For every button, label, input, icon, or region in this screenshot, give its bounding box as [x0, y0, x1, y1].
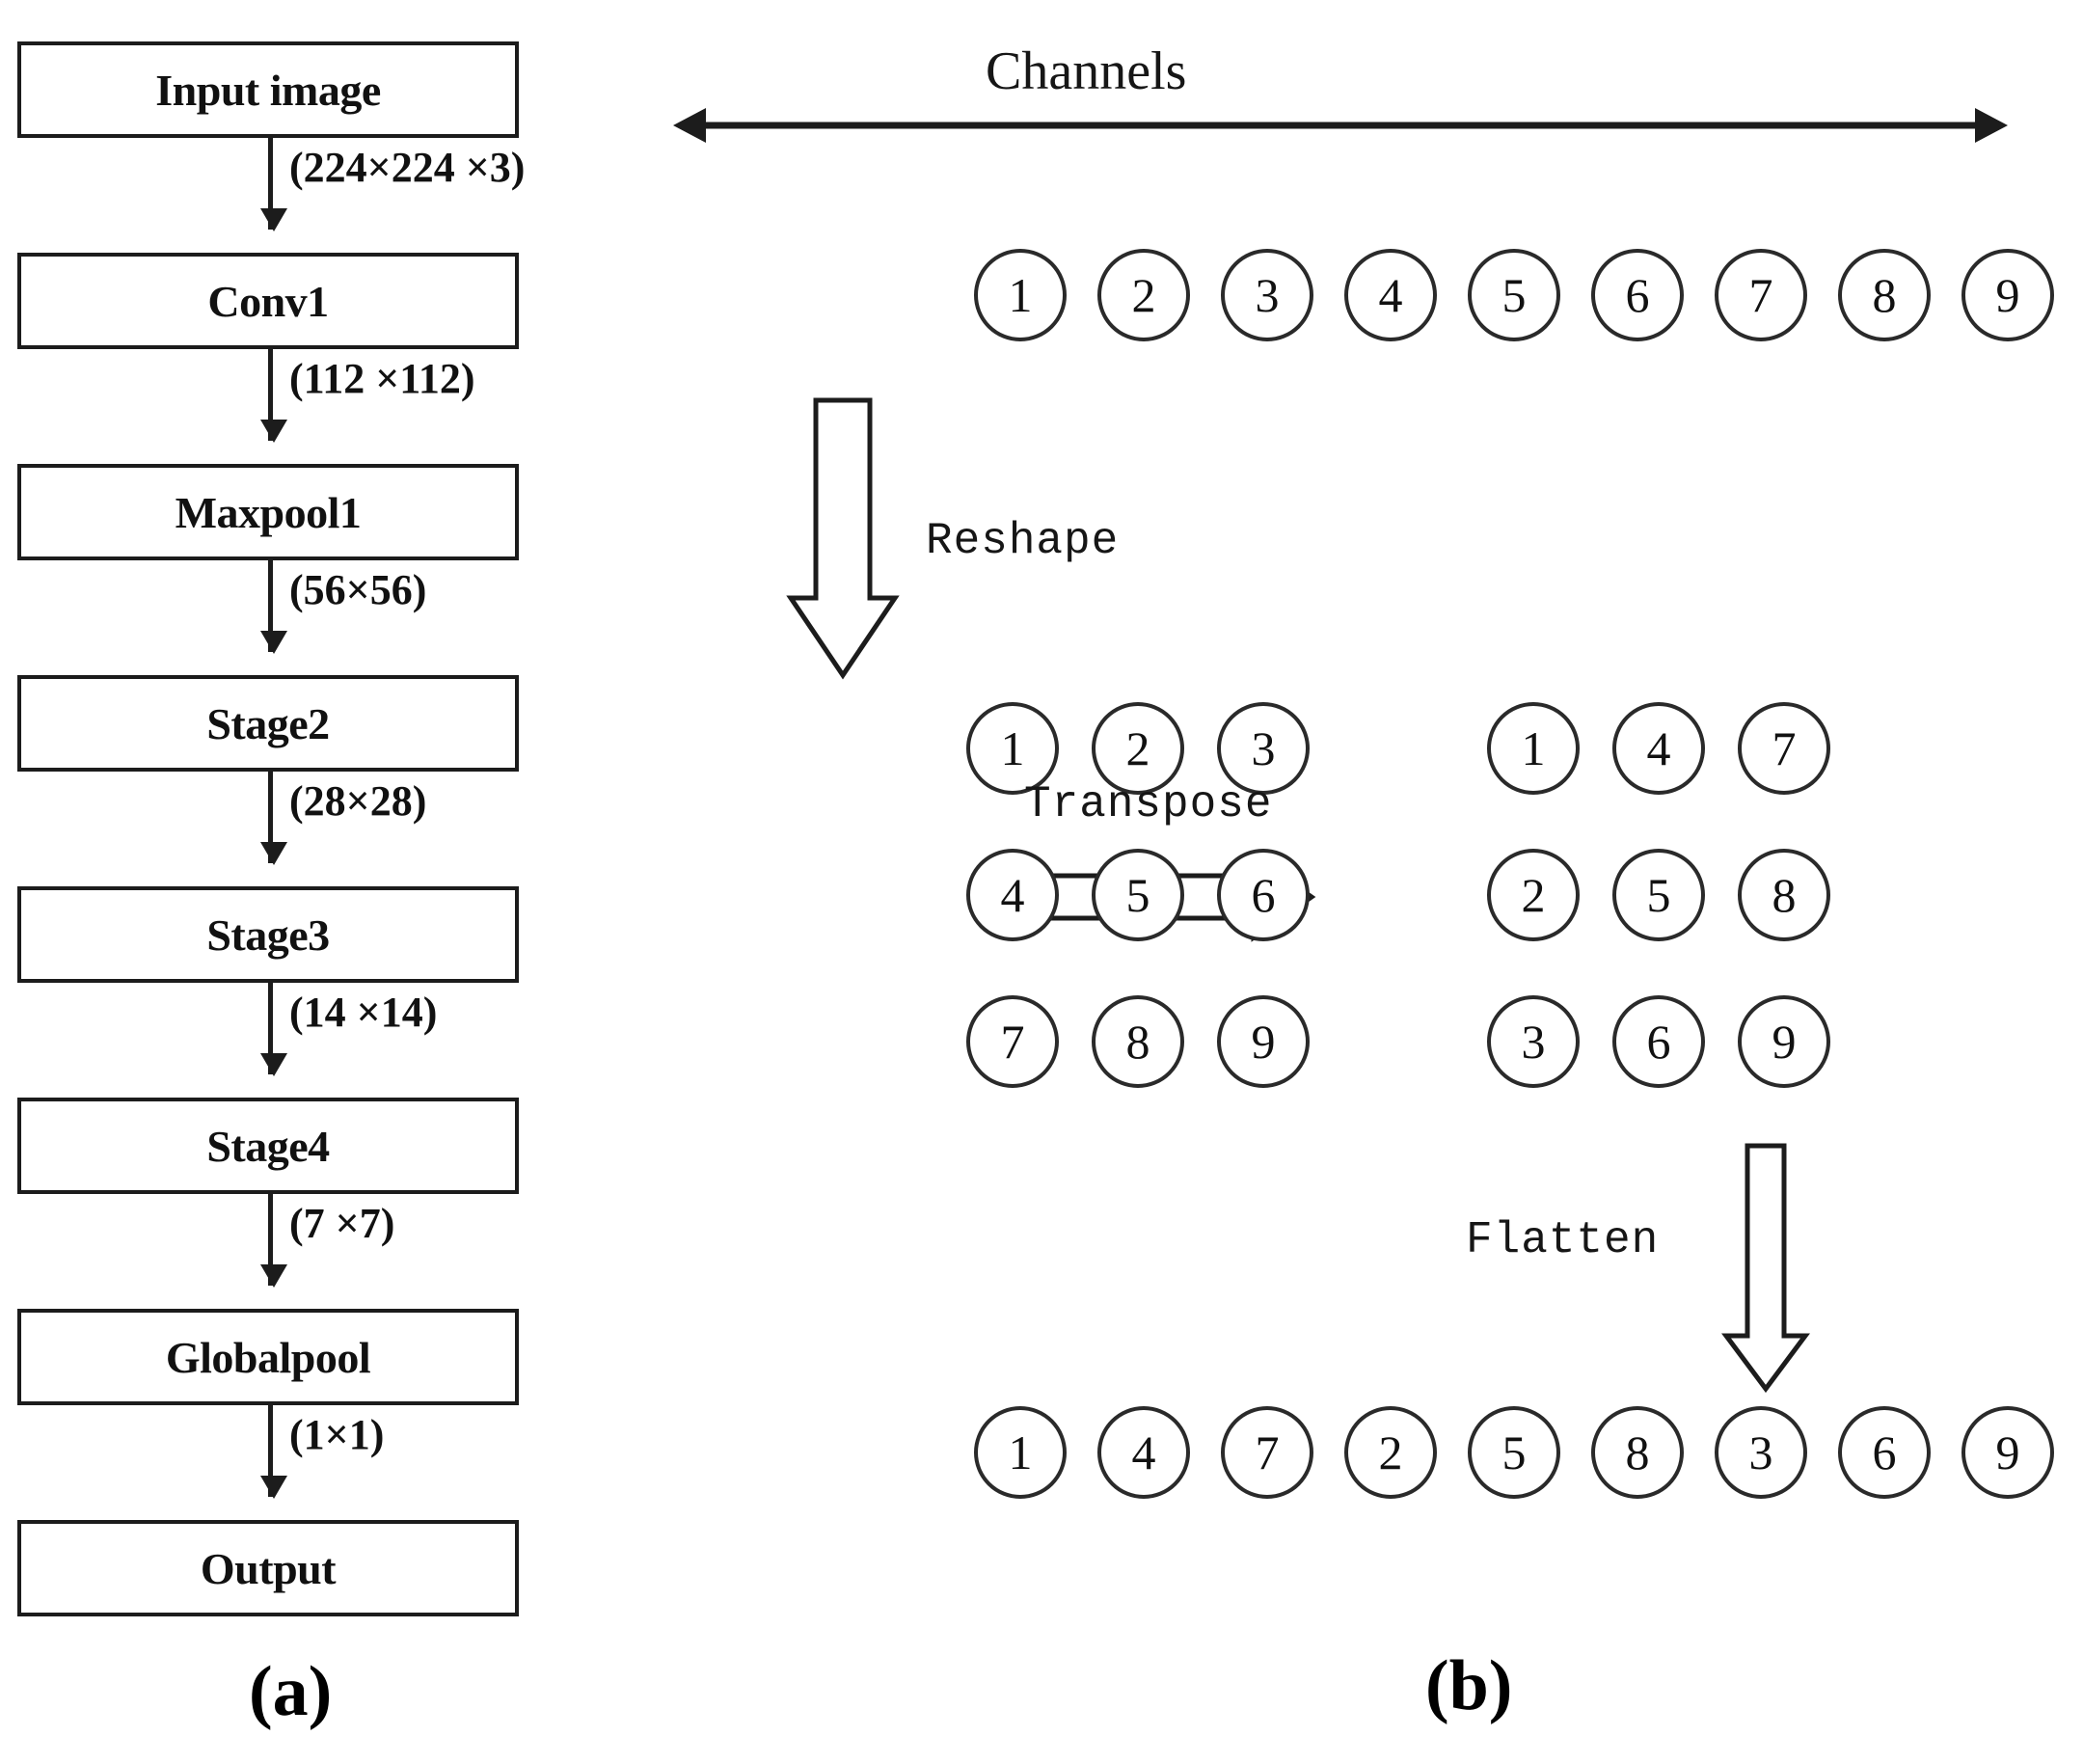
- grid-before-node: 5: [1092, 849, 1184, 941]
- flow-arrow-down-icon-5: [260, 983, 287, 1076]
- flow-box-globalpool: Globalpool: [17, 1309, 519, 1405]
- channel-node: 8: [1838, 249, 1931, 341]
- panel-b-caption: (b): [1425, 1646, 1513, 1725]
- flow-box-label: Input image: [155, 65, 381, 115]
- flow-arrow-down-icon-1: [260, 138, 287, 231]
- flow-box-label: Maxpool1: [175, 487, 362, 537]
- channel-node: 2: [1097, 249, 1190, 341]
- flat-node: 1: [974, 1406, 1067, 1499]
- channels-axis-label: Channels: [986, 41, 1187, 101]
- channel-node: 7: [1715, 249, 1807, 341]
- flow-arrow-down-icon-3: [260, 560, 287, 654]
- reshape-block-arrow-down-icon: [786, 397, 900, 680]
- flow-box-conv1: Conv1: [17, 253, 519, 349]
- panel-a-flowchart: Input image Conv1 Maxpool1 Stage2 Stage3…: [0, 0, 598, 1764]
- grid-after-node: 5: [1612, 849, 1705, 941]
- flow-box-stage3: Stage3: [17, 886, 519, 983]
- channel-node: 1: [974, 249, 1067, 341]
- flatten-label: Flatten: [1466, 1215, 1660, 1265]
- flow-arrow-down-icon-7: [260, 1405, 287, 1499]
- channel-node: 6: [1591, 249, 1684, 341]
- flow-dim-label-5: (14 ×14): [289, 989, 438, 1036]
- flat-node: 8: [1591, 1406, 1684, 1499]
- channels-double-arrow-icon: [673, 108, 2008, 143]
- flat-node: 3: [1715, 1406, 1807, 1499]
- flow-box-output: Output: [17, 1520, 519, 1616]
- flow-arrow-down-icon-2: [260, 349, 287, 443]
- grid-before-node: 7: [966, 995, 1059, 1088]
- grid-after-node: 8: [1738, 849, 1830, 941]
- grid-before-node: 6: [1217, 849, 1310, 941]
- flat-node: 6: [1838, 1406, 1931, 1499]
- channel-node: 9: [1961, 249, 2054, 341]
- flow-box-maxpool1: Maxpool1: [17, 464, 519, 560]
- grid-after-node: 1: [1487, 702, 1580, 795]
- grid-after-node: 4: [1612, 702, 1705, 795]
- flow-dim-label-3: (56×56): [289, 566, 427, 613]
- flow-dim-label-2: (112 ×112): [289, 355, 475, 402]
- flow-box-label: Stage4: [206, 1121, 330, 1171]
- flow-box-label: Conv1: [207, 276, 329, 326]
- grid-after-node: 9: [1738, 995, 1830, 1088]
- flow-box-input-image: Input image: [17, 41, 519, 138]
- transpose-label: Transpose: [1024, 779, 1273, 829]
- flow-dim-label-1: (224×224 ×3): [289, 144, 526, 191]
- flat-node: 4: [1097, 1406, 1190, 1499]
- grid-before-node: 9: [1217, 995, 1310, 1088]
- flat-node: 5: [1468, 1406, 1560, 1499]
- flow-arrow-down-icon-4: [260, 772, 287, 865]
- channel-node: 3: [1221, 249, 1313, 341]
- flow-dim-label-6: (7 ×7): [289, 1200, 395, 1247]
- flow-dim-label-4: (28×28): [289, 777, 427, 825]
- flat-node: 9: [1961, 1406, 2054, 1499]
- grid-before-node: 2: [1092, 702, 1184, 795]
- reshape-label: Reshape: [926, 516, 1120, 566]
- flow-arrow-down-icon-6: [260, 1194, 287, 1288]
- flow-box-label: Stage2: [206, 698, 330, 748]
- flow-box-stage2: Stage2: [17, 675, 519, 772]
- flow-dim-label-7: (1×1): [289, 1411, 385, 1458]
- channel-node: 5: [1468, 249, 1560, 341]
- grid-before-node: 8: [1092, 995, 1184, 1088]
- flat-node: 2: [1344, 1406, 1437, 1499]
- flow-box-stage4: Stage4: [17, 1098, 519, 1194]
- flat-node: 7: [1221, 1406, 1313, 1499]
- grid-after-node: 2: [1487, 849, 1580, 941]
- flow-box-label: Globalpool: [165, 1332, 371, 1382]
- flow-box-label: Stage3: [206, 909, 330, 960]
- grid-before-node: 1: [966, 702, 1059, 795]
- flow-box-label: Output: [200, 1543, 337, 1593]
- grid-before-node: 4: [966, 849, 1059, 941]
- grid-before-node: 3: [1217, 702, 1310, 795]
- panel-a-caption: (a): [249, 1652, 333, 1731]
- grid-after-node: 3: [1487, 995, 1580, 1088]
- panel-b-reshape-diagram: Channels 1 2 3 4: [598, 0, 2083, 1764]
- grid-after-node: 7: [1738, 702, 1830, 795]
- grid-after-node: 6: [1612, 995, 1705, 1088]
- flatten-block-arrow-down-icon: [1721, 1143, 1810, 1394]
- channel-node: 4: [1344, 249, 1437, 341]
